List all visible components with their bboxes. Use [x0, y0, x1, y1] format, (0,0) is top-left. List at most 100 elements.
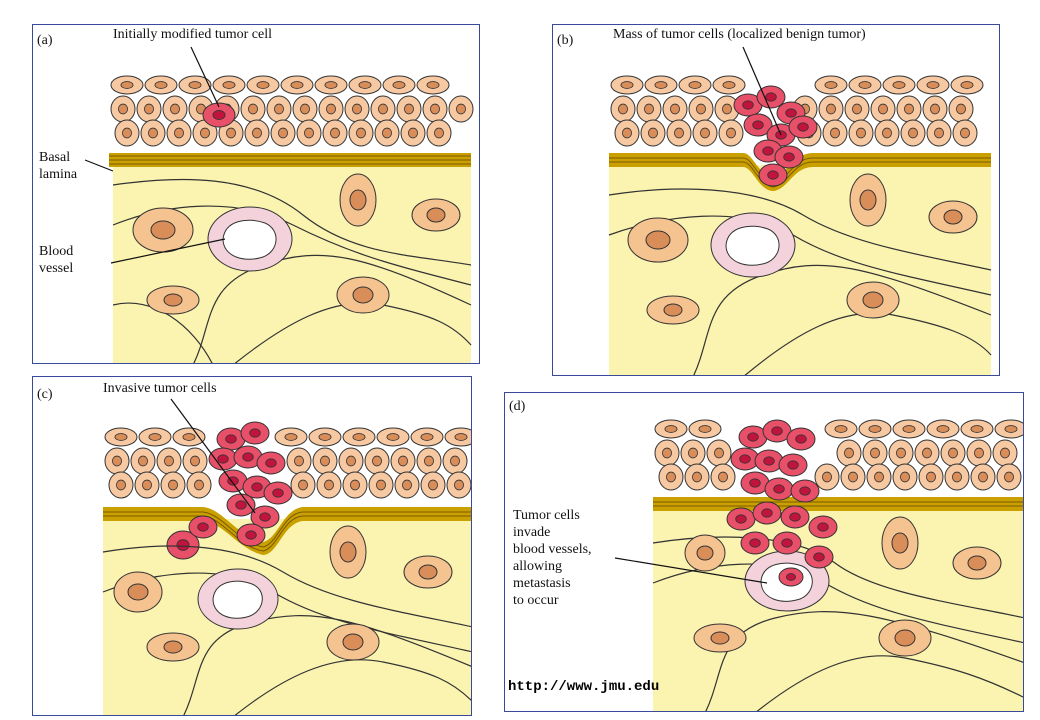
epithelial-cell-nucleus [378, 103, 388, 115]
epithelial-cell-nucleus [376, 479, 386, 491]
epithelial-cell-nucleus [222, 81, 236, 89]
epithelial-cell-nucleus [908, 127, 918, 139]
epithelial-cell-nucleus [144, 103, 154, 115]
epithelial-cell-nucleus [722, 81, 736, 89]
epithelial-cell-nucleus [902, 425, 916, 433]
panel-a: (a) Initially modified tumor cell Basal … [32, 24, 480, 364]
epithelial-cell-nucleus [892, 81, 906, 89]
epithelial-cell-nucleus [148, 433, 162, 441]
epithelial-cell-nucleus [392, 81, 406, 89]
blood-vessel-a [207, 206, 293, 272]
epithelial-cell-nucleus [168, 479, 178, 491]
epithelial-cell-nucleus [696, 103, 706, 115]
epithelial-cell-nucleus [858, 81, 872, 89]
tumor-cell-nucleus [197, 522, 209, 532]
epithelial-cell-nucleus [622, 127, 632, 139]
epithelial-cell-nucleus [882, 127, 892, 139]
epithelial-cell-nucleus [1004, 425, 1018, 433]
epithelium-layer-b [610, 75, 984, 147]
leader-lines-c [170, 398, 256, 514]
epithelial-cell-nucleus [304, 127, 314, 139]
panel-label-b: (b) [557, 33, 574, 48]
epithelial-cell-nucleus [930, 103, 940, 115]
tumor-cell-nucleus [783, 152, 795, 162]
epithelial-cell-nucleus [454, 433, 468, 441]
epithelial-cell-nucleus [356, 127, 366, 139]
epithelial-cell-nucleus [326, 103, 336, 115]
epithelial-cell-nucleus [248, 103, 258, 115]
tumor-cell-nucleus [789, 512, 801, 522]
epithelial-cell-nucleus [834, 425, 848, 433]
epithelial-cell-nucleus [298, 479, 308, 491]
label-invade-blood-vessels: Tumor cells invade blood vessels, allowi… [513, 508, 592, 608]
epithelial-cell-nucleus [698, 425, 712, 433]
tumor-cell-nucleus [813, 552, 825, 562]
tumor-cell-nucleus [739, 454, 751, 464]
epithelial-cell-nucleus [922, 447, 932, 459]
epithelial-cell-nucleus [936, 425, 950, 433]
tumor-cell-nucleus [225, 434, 237, 444]
epithelial-cell-nucleus [284, 433, 298, 441]
tumor-cell-nucleus [265, 458, 277, 468]
epithelial-cell-nucleus [456, 103, 466, 115]
epithelial-cell-nucleus [664, 425, 678, 433]
epithelial-cell-nucleus [926, 471, 936, 483]
epithelial-cell-nucleus [426, 81, 440, 89]
epithelial-cell-nucleus [402, 479, 412, 491]
epithelial-cell-nucleus [904, 103, 914, 115]
epithelial-cell-nucleus [978, 471, 988, 483]
epithelial-cell-nucleus [670, 103, 680, 115]
tumor-mass-d [726, 419, 838, 587]
epithelial-cell-nucleus [114, 433, 128, 441]
epithelial-cell-nucleus [154, 81, 168, 89]
epithelial-cell-nucleus [896, 447, 906, 459]
epithelial-cell-nucleus [1000, 447, 1010, 459]
epithelial-cell-nucleus [960, 127, 970, 139]
label-basal-lamina: Basal lamina [39, 150, 78, 182]
tumor-cell-nucleus [797, 122, 809, 132]
epithelium-layer-d [654, 419, 1023, 491]
epithelial-cell-nucleus [278, 127, 288, 139]
epithelial-cell-nucleus [182, 433, 196, 441]
epithelial-cell-nucleus [200, 127, 210, 139]
tumor-cell-nucleus [212, 110, 226, 120]
tumor-cell-nucleus [773, 484, 785, 494]
stroma-cells-b [627, 173, 978, 325]
label-blood-vessel: Blood vessel [39, 244, 74, 276]
caption-b: Mass of tumor cells (localized benign tu… [613, 27, 866, 42]
epithelial-cell-nucleus [122, 127, 132, 139]
epithelial-cell-nucleus [174, 127, 184, 139]
epithelial-cell-nucleus [674, 127, 684, 139]
epithelial-cell-nucleus [874, 471, 884, 483]
epithelial-cell-nucleus [112, 455, 122, 467]
tumor-cell-nucleus [245, 530, 257, 540]
tumor-cell-nucleus [742, 100, 754, 110]
epithelial-cell-nucleus [900, 471, 910, 483]
epithelial-cell-nucleus [934, 127, 944, 139]
epithelial-cell-nucleus [294, 455, 304, 467]
epithelial-cell-nucleus [648, 127, 658, 139]
panel-c: (c) Invasive tumor cells [32, 376, 472, 716]
panel-b-illustration [608, 46, 992, 375]
epithelial-cell-nucleus [398, 455, 408, 467]
epithelial-cell-nucleus [654, 81, 668, 89]
epithelial-cell-nucleus [726, 127, 736, 139]
epithelial-cell-nucleus [424, 455, 434, 467]
tumor-cell-nucleus [787, 460, 799, 470]
epithelial-cell-nucleus [722, 103, 732, 115]
tumor-cell-nucleus [249, 428, 261, 438]
tumor-cell-nucleus [785, 108, 797, 118]
epithelial-cell-nucleus [170, 103, 180, 115]
epithelial-cell-nucleus [714, 447, 724, 459]
epithelial-cell-nucleus [408, 127, 418, 139]
epithelial-cell-nucleus [118, 103, 128, 115]
epithelial-cell-nucleus [116, 479, 126, 491]
epithelial-cell-nucleus [688, 447, 698, 459]
tumor-cell-nucleus [752, 120, 764, 130]
leader-lines-b [742, 46, 782, 136]
source-url-watermark: http://www.jmu.edu [508, 679, 660, 695]
stroma-cells-c [113, 525, 453, 662]
epithelial-cell-nucleus [148, 127, 158, 139]
tumor-cell-nucleus [795, 434, 807, 444]
epithelial-cell-nucleus [1004, 471, 1014, 483]
